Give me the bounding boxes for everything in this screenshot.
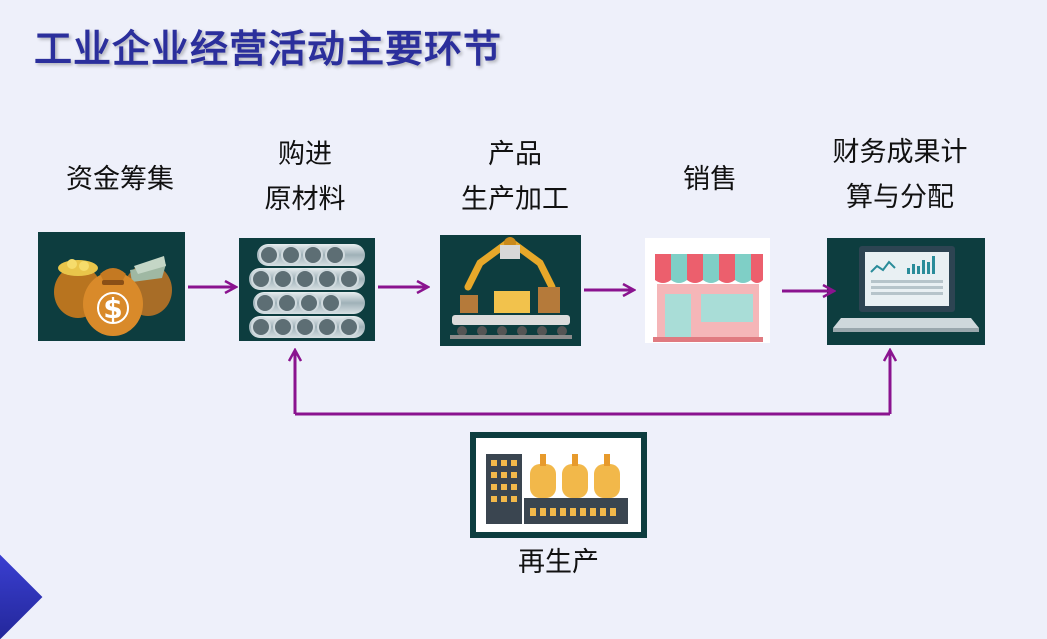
step-label-finance: 财务成果计 算与分配	[832, 137, 968, 213]
page-title: 工业企业经营活动主要环节	[34, 27, 503, 71]
step-label-purchase: 购进 原材料	[264, 139, 346, 215]
svg-text:$: $	[103, 292, 122, 325]
storefront-icon	[645, 238, 770, 343]
factory-silos-icon	[470, 432, 647, 538]
flow-arrows	[188, 0, 1047, 416]
steel-pipes-icon	[239, 238, 375, 341]
step-label-sales: 销售	[683, 164, 737, 195]
step-label-funding: 资金筹集	[66, 164, 174, 195]
money-bags-icon: $	[38, 232, 185, 341]
step-label-production: 产品 生产加工	[461, 139, 569, 215]
laptop-chart-icon	[827, 238, 985, 345]
reproduction-label: 再生产	[518, 547, 599, 578]
factory-robot-arm-icon	[440, 235, 581, 346]
